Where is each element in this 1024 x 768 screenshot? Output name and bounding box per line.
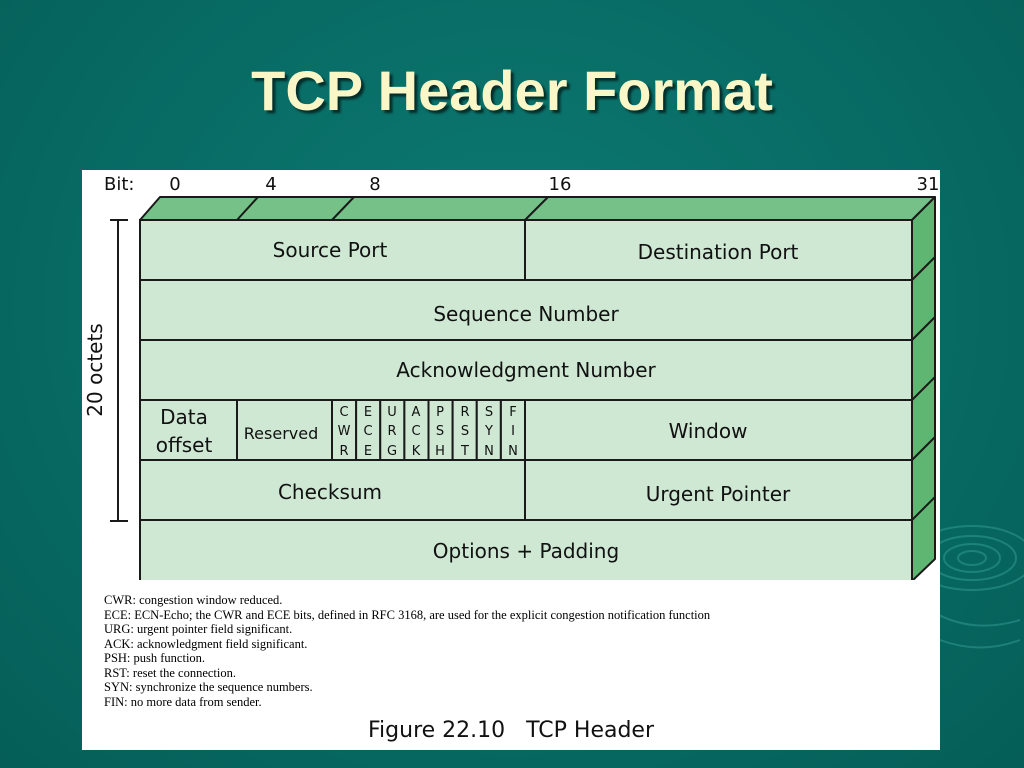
options-padding-label: Options + Padding [433, 539, 619, 563]
flag-legend: CWR: congestion window reduced. ECE: ECN… [104, 593, 924, 709]
slide-title: TCP Header Format [251, 59, 773, 122]
reserved-label: Reserved [244, 424, 318, 443]
bit-mark-0: 0 [169, 174, 180, 195]
tcp-header-diagram: Bit: 0 4 8 16 31 20 octets [83, 174, 940, 580]
flag-fin-n: N [508, 444, 518, 459]
flag-ack-c: C [411, 424, 420, 439]
flag-urg-r: R [387, 424, 396, 439]
legend-item-psh: PSH: push function. [104, 651, 206, 665]
urgent-pointer-cell [524, 459, 913, 521]
flag-ack-k: K [412, 444, 421, 459]
flag-rst-r: R [460, 405, 469, 420]
bit-mark-16: 16 [549, 174, 572, 195]
octets-bracket [110, 219, 128, 522]
flag-cwr-cell [331, 399, 358, 461]
legend-item-cwr: CWR: congestion window reduced. [104, 593, 283, 607]
bit-mark-4: 4 [265, 174, 276, 195]
flag-cwr-r: R [339, 444, 348, 459]
acknowledgment-number-cell [139, 339, 913, 401]
flag-urg-g: G [387, 444, 397, 459]
legend-item-fin: FIN: no more data from sender. [104, 694, 262, 709]
sequence-number-label: Sequence Number [433, 302, 619, 326]
reserved-cell [236, 399, 333, 461]
data-offset-label-line1: Data [160, 405, 208, 429]
tcp-header-figure: Bit: 0 4 8 16 31 20 octets [82, 170, 940, 750]
flag-ece-e1: E [364, 405, 372, 420]
flag-psh-h: H [435, 444, 445, 459]
flag-psh-cell [427, 399, 454, 461]
flag-cwr-w: W [338, 424, 351, 439]
window-cell [524, 399, 913, 461]
bit-mark-31: 31 [917, 174, 940, 195]
flag-syn-s: S [485, 405, 493, 420]
legend-item-rst: RST: reset the connection. [104, 665, 236, 680]
flag-rst-cell [451, 399, 478, 461]
checksum-cell [139, 459, 526, 521]
legend-item-syn: SYN: synchronize the sequence numbers. [104, 680, 313, 694]
source-port-label: Source Port [273, 238, 388, 262]
flag-syn-y: Y [484, 424, 493, 439]
flag-rst-s: S [461, 424, 469, 439]
acknowledgment-number-label: Acknowledgment Number [396, 358, 656, 382]
source-port-cell [139, 219, 526, 281]
sequence-number-cell [139, 279, 913, 341]
flag-rst-t: T [460, 444, 469, 459]
octets-label: 20 octets [83, 323, 107, 416]
flag-syn-n: N [484, 444, 494, 459]
flag-ack-a: A [412, 405, 421, 420]
legend-item-ack: ACK: acknowledgment field significant. [104, 636, 308, 651]
legend-item-urg: URG: urgent pointer field significant. [104, 622, 293, 636]
window-label: Window [669, 419, 748, 443]
flag-ece-e2: E [364, 444, 372, 459]
destination-port-label: Destination Port [638, 240, 799, 264]
bit-label: Bit: [104, 174, 134, 195]
legend-item-ece: ECE: ECN-Echo; the CWR and ECE bits, def… [104, 607, 711, 622]
destination-port-cell [524, 219, 913, 281]
flag-cwr-c: C [339, 405, 348, 420]
checksum-label: Checksum [278, 480, 382, 504]
flag-fin-f: F [509, 405, 516, 420]
bit-mark-8: 8 [369, 174, 380, 195]
flag-fin-i: I [511, 424, 515, 439]
figure-caption: Figure 22.10 TCP Header [368, 718, 654, 743]
ripple-decoration [910, 525, 1024, 649]
data-offset-label-line2: offset [156, 433, 213, 457]
flag-urg-u: U [387, 405, 397, 420]
flag-psh-p: P [436, 405, 444, 420]
urgent-pointer-label: Urgent Pointer [646, 482, 791, 506]
flag-psh-s: S [436, 424, 444, 439]
flag-ece-c: C [363, 424, 372, 439]
options-padding-cell [139, 519, 913, 580]
